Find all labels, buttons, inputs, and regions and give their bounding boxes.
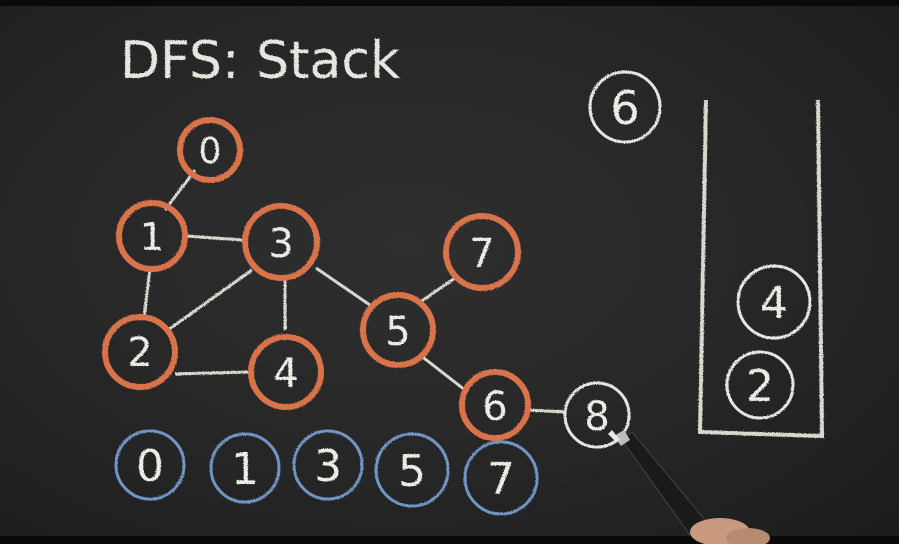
chalk-marker [608,430,706,536]
stack-item-label: 4 [760,278,788,329]
edge-2-3 [167,268,253,332]
edge-5-7 [419,276,456,304]
page-title: DFS: Stack [120,31,400,91]
visited-node-label: 5 [398,446,426,497]
visit-order: 0 1 3 5 7 [114,429,539,516]
node-label: 7 [469,231,494,277]
graph-node: 2 [102,314,178,390]
edge-3-5 [315,266,371,307]
graph-node: 5 [360,292,436,368]
stack-item: 2 [725,350,795,420]
graph-node: 4 [248,334,324,410]
visited-node-label: 0 [136,441,164,492]
top-border [0,0,899,6]
visited-node-label: 3 [314,441,342,492]
node-label: 1 [140,215,164,259]
visited-node: 3 [292,429,364,501]
node-label: 2 [127,330,152,376]
visited-node-label: 1 [231,444,259,495]
stack-item-label: 2 [746,361,774,412]
stack-container [697,99,825,439]
popped-node: 6 [588,70,662,144]
edge-1-2 [142,267,152,319]
hand [690,518,770,544]
graph-node: 0 [177,117,243,183]
graph-node: 3 [242,203,320,281]
graph-nodes: 0 1 3 7 2 4 5 6 [102,117,631,449]
edge-2-4 [174,370,251,376]
visited-node: 1 [209,432,281,504]
graph-node: 6 [459,369,531,441]
graph-node: 8 [563,381,631,449]
stack-items: 4 2 [725,264,812,420]
bottom-border [0,536,899,544]
node-label: 3 [268,221,293,267]
edge-0-1 [163,169,197,211]
edge-1-3 [185,234,244,242]
graph-node: 1 [116,200,188,272]
node-label: 5 [385,309,410,355]
edge-5-6 [419,353,466,392]
popped-node-label: 6 [610,81,639,135]
node-label: 8 [584,394,609,440]
node-label: 0 [199,131,222,172]
visited-node-label: 7 [487,454,515,505]
node-label: 4 [273,351,298,397]
visited-node: 5 [374,432,450,508]
visited-node: 7 [463,440,539,516]
node-label: 6 [482,384,507,430]
visited-node: 0 [114,429,186,501]
edge-6-8 [527,408,566,414]
graph-edges [142,169,566,414]
graph-node: 7 [443,213,521,291]
stack-item: 4 [736,264,812,340]
